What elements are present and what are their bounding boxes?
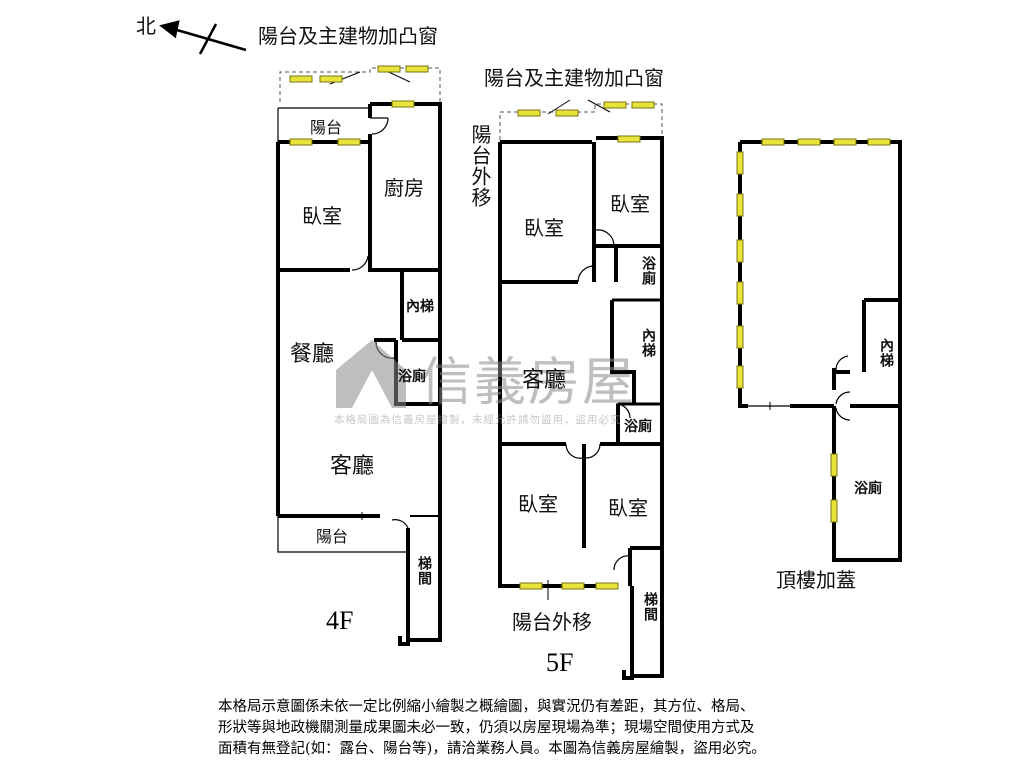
room-5f-bedroom-nw: 臥室 — [524, 216, 564, 240]
floor-label-5f: 5F — [546, 648, 574, 677]
room-4f-dining: 餐廳 — [290, 342, 335, 367]
room-5f-bedroom-ne: 臥室 — [610, 192, 650, 216]
watermark-subtitle: 本格局圖為信義房屋繪製，未經允許請勿盜用，盜用必究 — [334, 414, 622, 426]
room-4f-bedroom: 臥室 — [302, 204, 342, 228]
watermark-brand: 信義房屋 — [420, 353, 637, 413]
room-roof-inner-stair: 內梯 — [878, 338, 894, 368]
floor-label-roof: 頂樓加蓋 — [776, 568, 856, 592]
disclaimer: 本格局示意圖係未依一定比例縮小繪製之概繪圖，與實況仍有差距，其方位、格局、 形狀… — [218, 697, 908, 760]
brand-logo-icon — [336, 340, 406, 408]
room-5f-bath-2: 浴廁 — [624, 419, 652, 435]
annotation-5f-side: 陽台外移 — [468, 124, 492, 208]
room-5f-stairwell: 梯間 — [642, 592, 658, 622]
disclaimer-line: 面積有無登記(如：露台、陽台等)，請洽業務人員。本圖為信義房屋繪製，盜用必究。 — [218, 741, 766, 757]
room-5f-bedroom-se: 臥室 — [608, 496, 648, 520]
room-5f-bath-1: 浴廁 — [640, 256, 656, 286]
annotation-5f-bottom: 陽台外移 — [512, 610, 592, 634]
north-arrow-icon — [159, 20, 247, 55]
room-4f-balcony-bottom: 陽台 — [316, 527, 349, 546]
plan-5f-windows — [517, 101, 655, 590]
disclaimer-line: 形狀等與地政機關測量成果圖未必一致，仍須以房屋現場為準；現場空間使用方式及 — [218, 720, 755, 736]
plan-5f-walls — [498, 99, 664, 680]
disclaimer-line: 本格局示意圖係未依一定比例縮小繪製之概繪圖，與實況仍有差距，其方位、格局、 — [218, 699, 755, 715]
room-4f-stairwell: 梯間 — [416, 556, 432, 586]
room-4f-bath: 浴廁 — [398, 369, 426, 385]
plan-roof-windows — [736, 138, 891, 523]
room-4f-inner-stair: 內梯 — [406, 299, 434, 315]
annotation-4f-top: 陽台及主建物加凸窗 — [258, 24, 438, 48]
room-5f-bedroom-sw: 臥室 — [518, 492, 558, 516]
room-4f-balcony-top: 陽台 — [310, 118, 343, 137]
room-roof-bath: 浴廁 — [854, 481, 882, 497]
plan-4f-windows — [289, 65, 429, 146]
floor-label-4f: 4F — [326, 606, 354, 635]
room-4f-living: 客廳 — [330, 454, 375, 479]
room-4f-kitchen: 廚房 — [384, 176, 424, 200]
annotation-5f-top: 陽台及主建物加凸窗 — [484, 66, 664, 90]
room-5f-living: 客廳 — [522, 368, 567, 393]
room-5f-inner-stair: 內梯 — [640, 328, 656, 358]
watermark: 信義房屋 本格局圖為信義房屋繪製，未經允許請勿盜用，盜用必究 — [334, 340, 696, 430]
north-label: 北 — [136, 14, 156, 38]
